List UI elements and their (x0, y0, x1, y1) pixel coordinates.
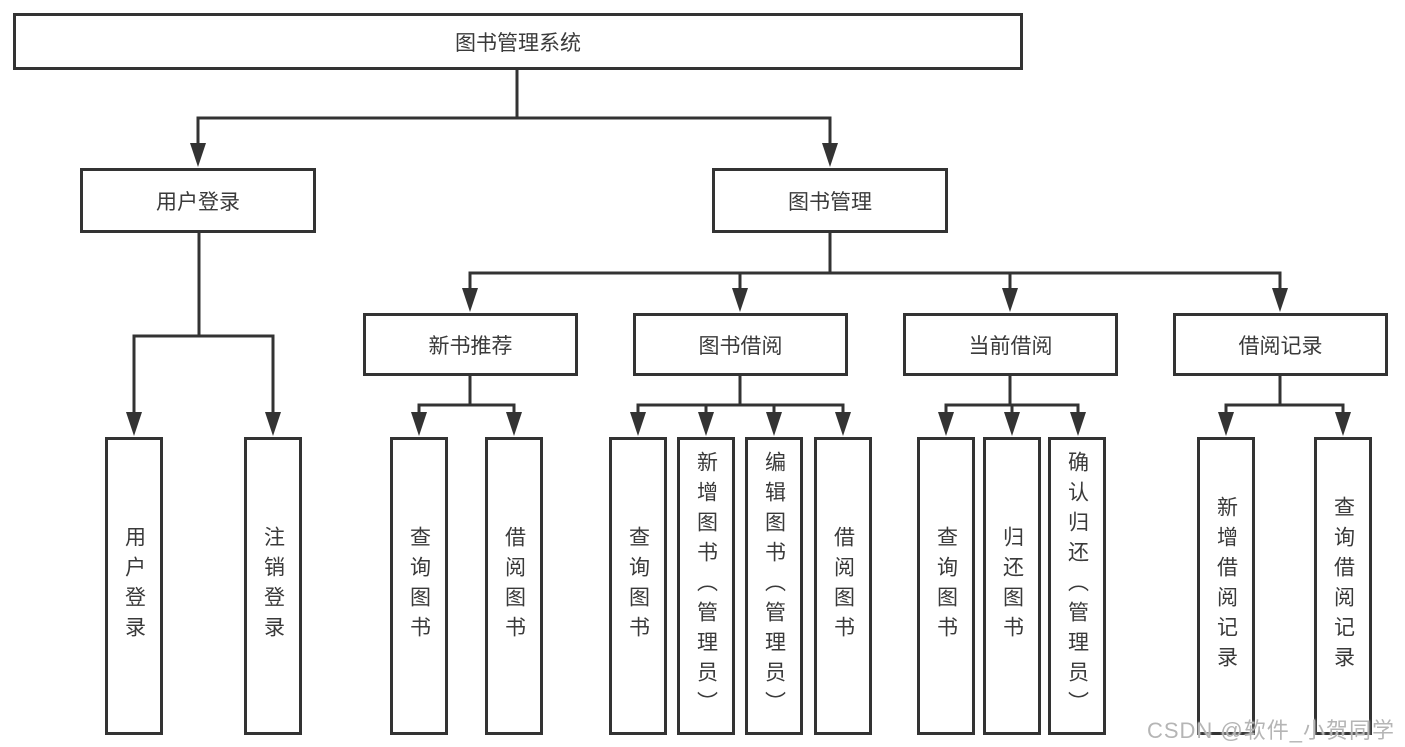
node-label: 图书借阅 (698, 334, 783, 358)
connector-newbook-to-leaves (417, 376, 516, 412)
node-label: 图书管理 (788, 190, 872, 214)
connector-bookmgmt-to-level3 (468, 233, 1282, 291)
arrowhead-icon (265, 412, 281, 436)
arrowhead-icon (1335, 412, 1351, 436)
connector-currentborrow-to-leaves (944, 376, 1080, 412)
node-book-borrowing: 图书借阅 (633, 313, 848, 376)
node-label: 查询图书 (407, 526, 431, 646)
leaf-query-books-borrowing: 查询图书 (609, 437, 667, 735)
arrowhead-icon (1002, 288, 1018, 312)
node-label: 当前借阅 (968, 334, 1053, 358)
arrowhead-icon (190, 143, 206, 167)
arrowhead-icon (506, 412, 522, 436)
node-label: 归还图书 (1000, 526, 1024, 646)
leaf-return-books: 归还图书 (983, 437, 1041, 735)
arrowhead-icon (732, 288, 748, 312)
node-label: 新书推荐 (428, 334, 513, 358)
leaf-borrow-books-recommend: 借阅图书 (485, 437, 543, 735)
node-label: 新增借阅记录 (1214, 496, 1238, 676)
arrowhead-group (126, 143, 1351, 436)
leaf-user-login: 用户登录 (105, 437, 163, 735)
node-user-login: 用户登录 (80, 168, 316, 233)
node-label: 借阅图书 (831, 526, 855, 646)
arrowhead-icon (766, 412, 782, 436)
connector-root-to-level2 (196, 70, 832, 146)
arrowhead-icon (411, 412, 427, 436)
arrowhead-icon (1272, 288, 1288, 312)
arrowhead-icon (462, 288, 478, 312)
leaf-confirm-return-admin: 确认归还（管理员） (1048, 437, 1106, 735)
leaf-query-borrow-record: 查询借阅记录 (1314, 437, 1372, 735)
node-label: 编辑图书（管理员） (762, 451, 786, 721)
leaf-query-books-current: 查询图书 (917, 437, 975, 735)
leaf-edit-book-admin: 编辑图书（管理员） (745, 437, 803, 735)
connector-userlogin-to-leaves (132, 233, 275, 413)
arrowhead-icon (630, 412, 646, 436)
watermark-text: CSDN @软件_小贺同学 (1146, 718, 1395, 743)
arrowhead-icon (1070, 412, 1086, 436)
node-label: 图书管理系统 (455, 31, 581, 55)
arrowhead-icon (822, 143, 838, 167)
node-label: 查询图书 (934, 526, 958, 646)
node-label: 查询图书 (626, 526, 650, 646)
arrowhead-icon (126, 412, 142, 436)
connector-borrowrecords-to-leaves (1224, 376, 1345, 412)
connector-path-group (132, 70, 1345, 413)
connector-bookborrow-to-leaves (636, 376, 845, 412)
node-borrowing-records: 借阅记录 (1173, 313, 1388, 376)
leaf-logout: 注销登录 (244, 437, 302, 735)
node-library-management-system: 图书管理系统 (13, 13, 1023, 70)
node-label: 查询借阅记录 (1331, 496, 1355, 676)
node-label: 借阅记录 (1238, 334, 1323, 358)
arrowhead-icon (1218, 412, 1234, 436)
arrowhead-icon (1004, 412, 1020, 436)
node-label: 注销登录 (261, 526, 285, 646)
arrowhead-icon (938, 412, 954, 436)
node-label: 确认归还（管理员） (1065, 451, 1089, 721)
leaf-add-borrow-record: 新增借阅记录 (1197, 437, 1255, 735)
arrowhead-icon (835, 412, 851, 436)
node-current-borrowing: 当前借阅 (903, 313, 1118, 376)
leaf-query-books-recommend: 查询图书 (390, 437, 448, 735)
node-book-management: 图书管理 (712, 168, 948, 233)
node-new-book-recommendation: 新书推荐 (363, 313, 578, 376)
node-label: 新增图书（管理员） (694, 451, 718, 721)
leaf-borrow-books-borrowing: 借阅图书 (814, 437, 872, 735)
leaf-add-book-admin: 新增图书（管理员） (677, 437, 735, 735)
node-label: 用户登录 (122, 526, 146, 646)
node-label: 借阅图书 (502, 526, 526, 646)
arrowhead-icon (698, 412, 714, 436)
node-label: 用户登录 (156, 190, 240, 214)
